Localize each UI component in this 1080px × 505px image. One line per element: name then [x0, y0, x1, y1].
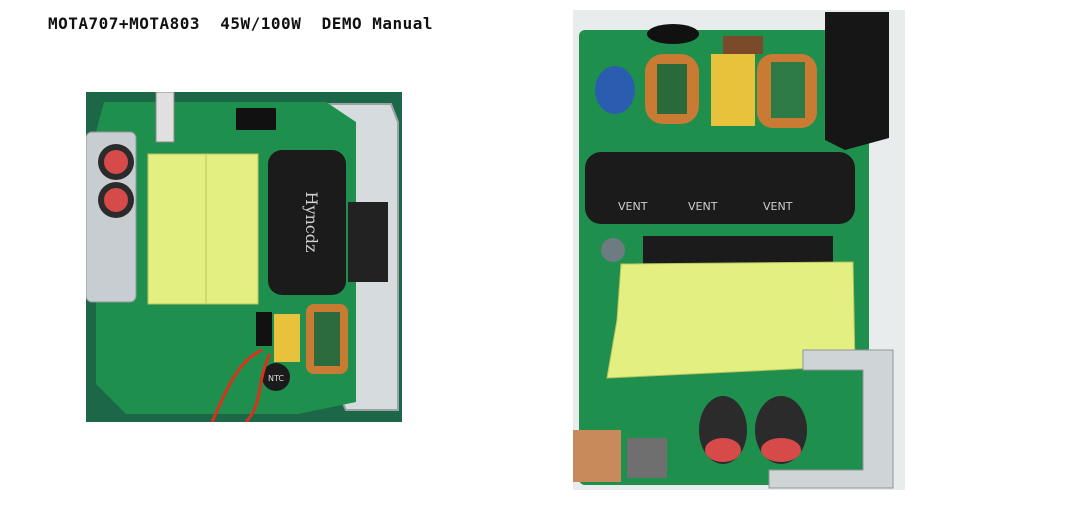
capacitor-marking-3: VENT — [763, 200, 793, 213]
capacitor-marking-1: VENT — [618, 200, 648, 213]
ntc-marking: NTC — [268, 374, 284, 383]
board-illustration-45w: Hyncdz NTC — [86, 92, 402, 422]
capacitor-marking-2: VENT — [688, 200, 718, 213]
demo-board-photo-100w: VENT VENT VENT — [573, 10, 905, 490]
page-title: MOTA707+MOTA803 45W/100W DEMO Manual — [48, 14, 434, 33]
capacitor-marking: Hyncdz — [302, 192, 321, 253]
demo-board-photo-45w: Hyncdz NTC — [86, 92, 402, 422]
board-illustration-100w: VENT VENT VENT — [573, 10, 905, 490]
